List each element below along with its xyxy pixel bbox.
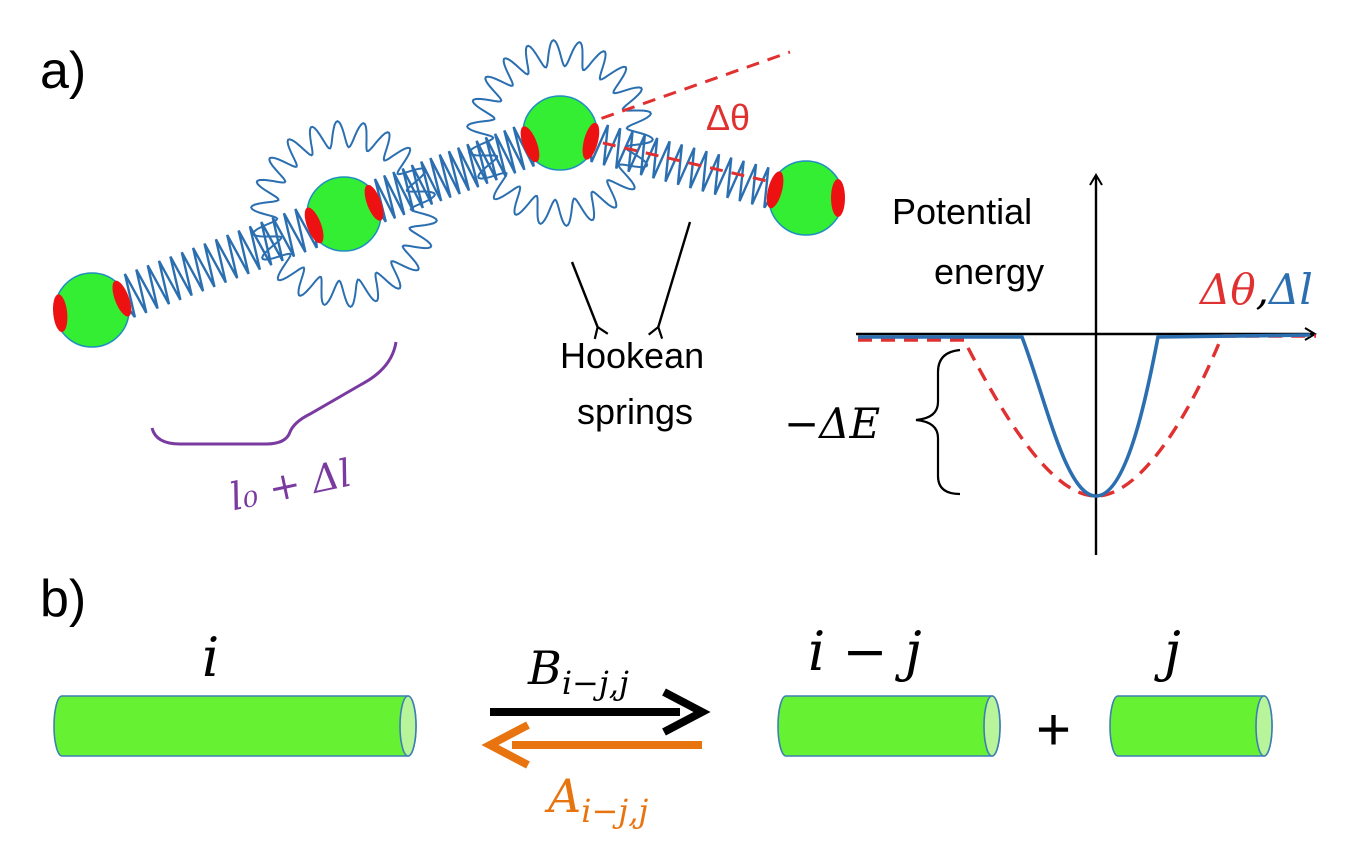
bead-patch	[112, 280, 132, 317]
xlabel-comma: ,	[1256, 265, 1269, 314]
backward-rate-symbol: A	[544, 769, 581, 823]
forward-rate-label: Bi−j,j	[527, 641, 629, 702]
rod-end-cap	[399, 695, 417, 757]
length-label: l₀ + Δl	[226, 451, 355, 520]
rod-label-i-minus-j: i − j	[808, 620, 922, 683]
rod-end-cap	[983, 695, 1001, 757]
pointer-arrow-axial	[648, 221, 692, 339]
axial-spring	[372, 126, 535, 223]
potential-ylabel-line2: energy	[934, 251, 1044, 292]
backward-arrow-head	[481, 721, 530, 769]
rod-body	[777, 695, 1001, 757]
backward-rate-subscript: i−j,j	[581, 792, 648, 830]
angle-label: Δθ	[706, 97, 750, 138]
beads	[52, 95, 845, 348]
bead-patch	[304, 207, 324, 244]
bead-patch	[766, 171, 784, 209]
springs-label-line1: Hookean	[560, 335, 704, 376]
axial-potential-curve	[858, 333, 1311, 498]
axial-springs	[120, 124, 777, 318]
angular-potential-curve	[858, 334, 1316, 498]
springs-label-line2: springs	[577, 391, 693, 432]
forward-rate-subscript: i−j,j	[562, 664, 629, 702]
panel-b-label: b)	[40, 570, 86, 628]
panel-a-label: a)	[40, 42, 86, 100]
rods	[53, 695, 1273, 757]
backward-rate-label: Ai−j,j	[544, 769, 648, 830]
bead-patch	[364, 184, 384, 221]
length-brace	[150, 341, 398, 446]
rod-label-i: i	[202, 626, 219, 689]
axial-spring	[589, 124, 777, 209]
depth-label: −ΔE	[784, 399, 880, 448]
rod-body	[1109, 695, 1273, 757]
plus-sign: +	[1036, 696, 1071, 763]
depth-brace	[915, 348, 961, 496]
bead-patch	[831, 179, 845, 217]
angular-spring	[250, 120, 438, 308]
bead-patch	[52, 294, 68, 333]
bead-patch	[520, 126, 540, 163]
rod-label-j: j	[1154, 620, 1181, 683]
angular-springs	[250, 39, 654, 308]
forward-rate-symbol: B	[527, 641, 562, 695]
axial-spring	[120, 208, 318, 318]
potential-xlabel: Δθ,Δl	[1198, 265, 1313, 314]
xlabel-theta: Δθ	[1198, 265, 1256, 314]
forward-arrow-head	[662, 688, 711, 736]
potential-ylabel-line1: Potential	[892, 191, 1032, 232]
rod-end-cap	[1255, 695, 1273, 757]
xlabel-l: Δl	[1267, 265, 1313, 314]
bead-patch	[582, 122, 600, 160]
angle-reference-line	[559, 50, 791, 135]
angular-spring	[466, 39, 654, 227]
rod-body	[53, 695, 417, 757]
angle-bond-line	[559, 131, 807, 192]
pointer-arrow-angular	[570, 261, 609, 340]
